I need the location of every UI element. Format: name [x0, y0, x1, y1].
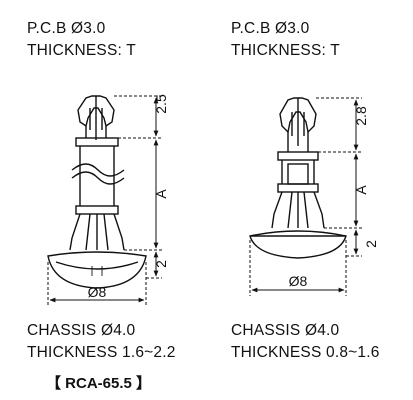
right-dimensions	[249, 97, 362, 296]
left-dim-top: 2.5	[153, 94, 169, 114]
left-dim-mid: A	[153, 189, 169, 199]
left-pcb-thickness: THICKNESS: T	[27, 42, 136, 59]
right-chassis-thickness: THICKNESS 0.8~1.6	[231, 344, 380, 361]
model-number: 【 RCA-65.5 】	[46, 375, 152, 392]
right-dim-mid: A	[353, 185, 369, 195]
left-dim-bottom: 2	[153, 260, 169, 268]
right-pcb-label: P.C.B Ø3.0	[231, 20, 310, 37]
left-chassis-thickness: THICKNESS 1.6~2.2	[27, 344, 176, 361]
left-dim-width: Ø8	[88, 284, 107, 300]
left-pcb-label: P.C.B Ø3.0	[27, 20, 106, 37]
right-dim-width: Ø8	[289, 273, 308, 289]
left-dimensions	[47, 95, 162, 306]
right-dim-top: 2.8	[353, 106, 369, 126]
left-part-drawing	[47, 95, 147, 289]
left-chassis-label: CHASSIS Ø4.0	[27, 322, 136, 339]
right-dim-bottom: 2	[363, 240, 379, 248]
right-part-drawing	[249, 97, 347, 259]
right-pcb-thickness: THICKNESS: T	[231, 42, 340, 59]
right-chassis-label: CHASSIS Ø4.0	[231, 322, 340, 339]
